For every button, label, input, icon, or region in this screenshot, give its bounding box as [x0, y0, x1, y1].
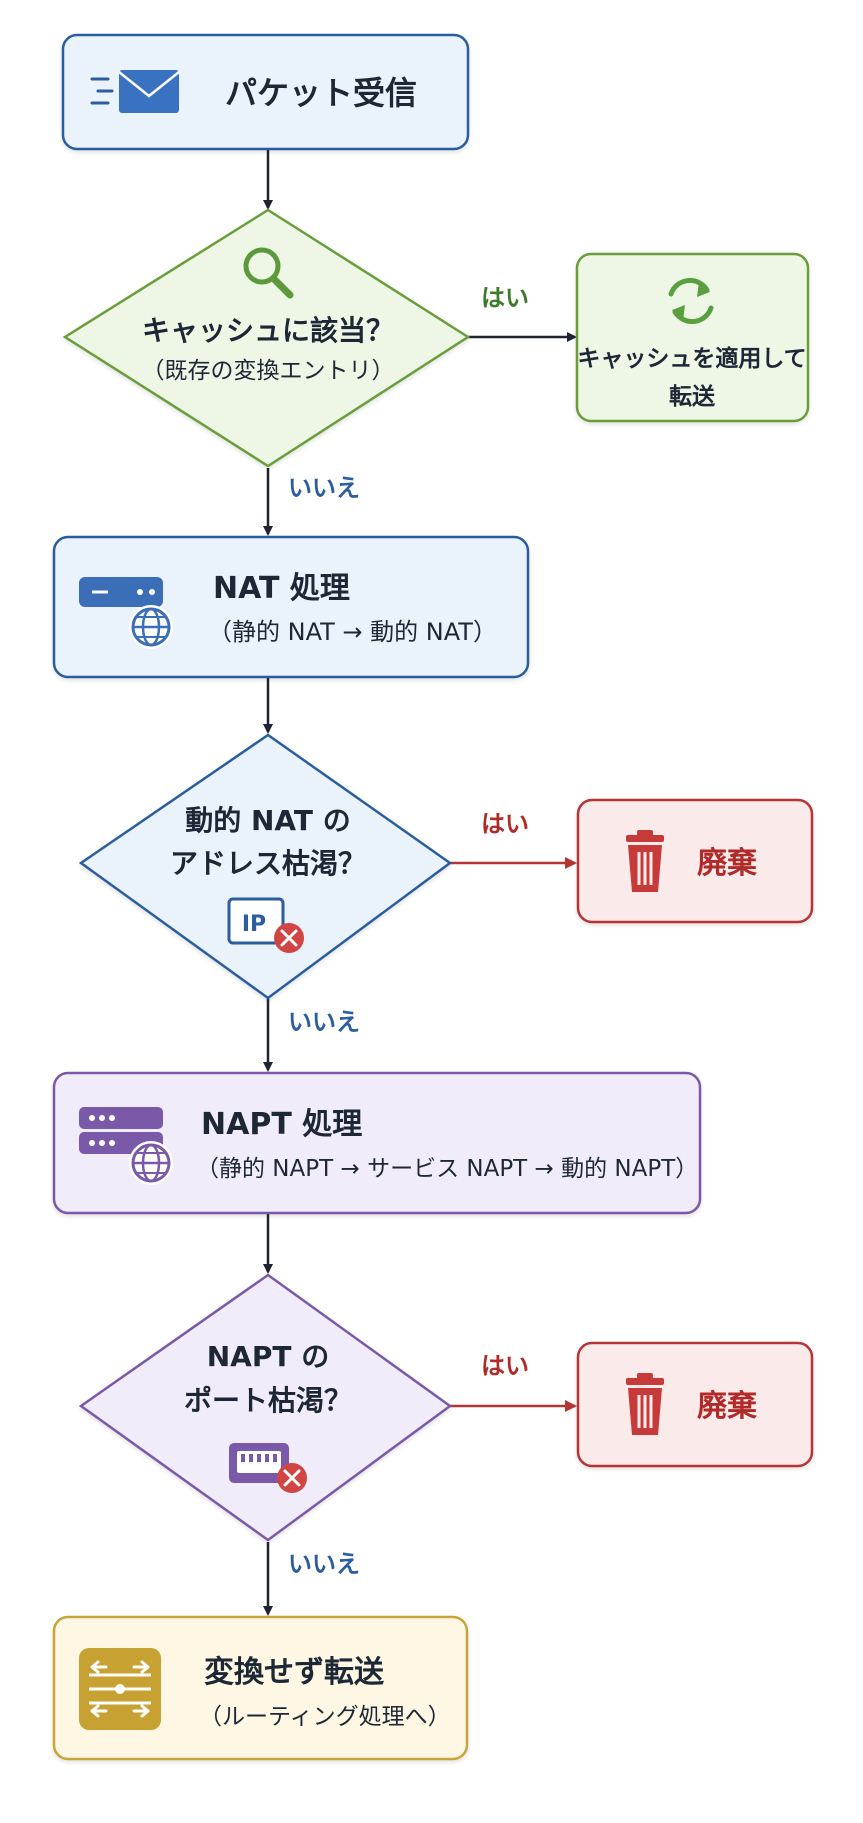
ip-icon-label: IP: [242, 912, 266, 937]
napt-sub: （静的 NAPT → サービス NAPT → 動的 NAPT）: [196, 1156, 698, 1182]
edge-label-no-3: いいえ: [288, 1550, 360, 1578]
node-cache-apply: キャッシュを適用して 転送: [575, 252, 810, 423]
nat-exhaust-line2: アドレス枯渇？: [170, 847, 366, 880]
cache-check-line1: キャッシュに該当？: [142, 314, 394, 347]
node-forward: 変換せず転送 （ルーティング処理へ）: [52, 1615, 469, 1761]
refresh-icon: [668, 277, 714, 325]
discard-1-title: 廃棄: [697, 846, 757, 881]
napt-title: NAPT 処理: [201, 1107, 362, 1142]
edge-label-yes-1: はい: [481, 284, 529, 312]
napt-exhaust-line2: ポート枯渇？: [184, 1384, 352, 1417]
node-discard-2: 廃棄: [576, 1341, 814, 1468]
node-napt-exhaust: NAPT の ポート枯渇？: [78, 1273, 453, 1542]
node-nat: NAT 処理 （静的 NAT → 動的 NAT）: [52, 535, 530, 679]
node-nat-exhaust: 動的 NAT の アドレス枯渇？ IP: [78, 733, 453, 1000]
nat-sub: （静的 NAT → 動的 NAT）: [208, 618, 497, 646]
server-globe-icon: [79, 1107, 173, 1185]
napt-exhaust-line1: NAPT の: [207, 1340, 329, 1373]
nat-title: NAT 処理: [213, 571, 350, 606]
node-napt: NAPT 処理 （静的 NAPT → サービス NAPT → 動的 NAPT）: [52, 1071, 702, 1215]
edge-label-yes-3: はい: [481, 1352, 529, 1380]
node-cache-check: キャッシュに該当？ （既存の変換エントリ）: [62, 208, 471, 468]
cache-apply-line2: 転送: [669, 383, 715, 410]
port-error-icon: [229, 1443, 307, 1493]
forward-title: 変換せず転送: [204, 1655, 384, 1690]
forward-sub: （ルーティング処理へ）: [199, 1704, 451, 1730]
edge-label-yes-2: はい: [481, 810, 529, 838]
receive-title: パケット受信: [225, 74, 417, 112]
cache-apply-line1: キャッシュを適用して: [577, 345, 806, 372]
magnifier-icon: [243, 247, 294, 299]
cache-check-line2: （既存の変換エントリ）: [142, 358, 395, 384]
ip-error-icon: IP: [227, 897, 304, 953]
mail-icon: [90, 70, 180, 113]
edges: [263, 150, 577, 1616]
edge-label-no-2: いいえ: [288, 1008, 360, 1036]
router-globe-icon: [79, 577, 173, 649]
discard-2-title: 廃棄: [697, 1389, 757, 1424]
nat-exhaust-line1: 動的 NAT の: [185, 804, 351, 837]
node-packet-receive: パケット受信: [61, 33, 470, 151]
trash-icon: [626, 830, 664, 892]
trash-icon: [626, 1373, 664, 1435]
edge-label-no-1: いいえ: [288, 474, 360, 502]
node-discard-1: 廃棄: [576, 798, 814, 924]
route-arrows-icon: [79, 1648, 161, 1730]
